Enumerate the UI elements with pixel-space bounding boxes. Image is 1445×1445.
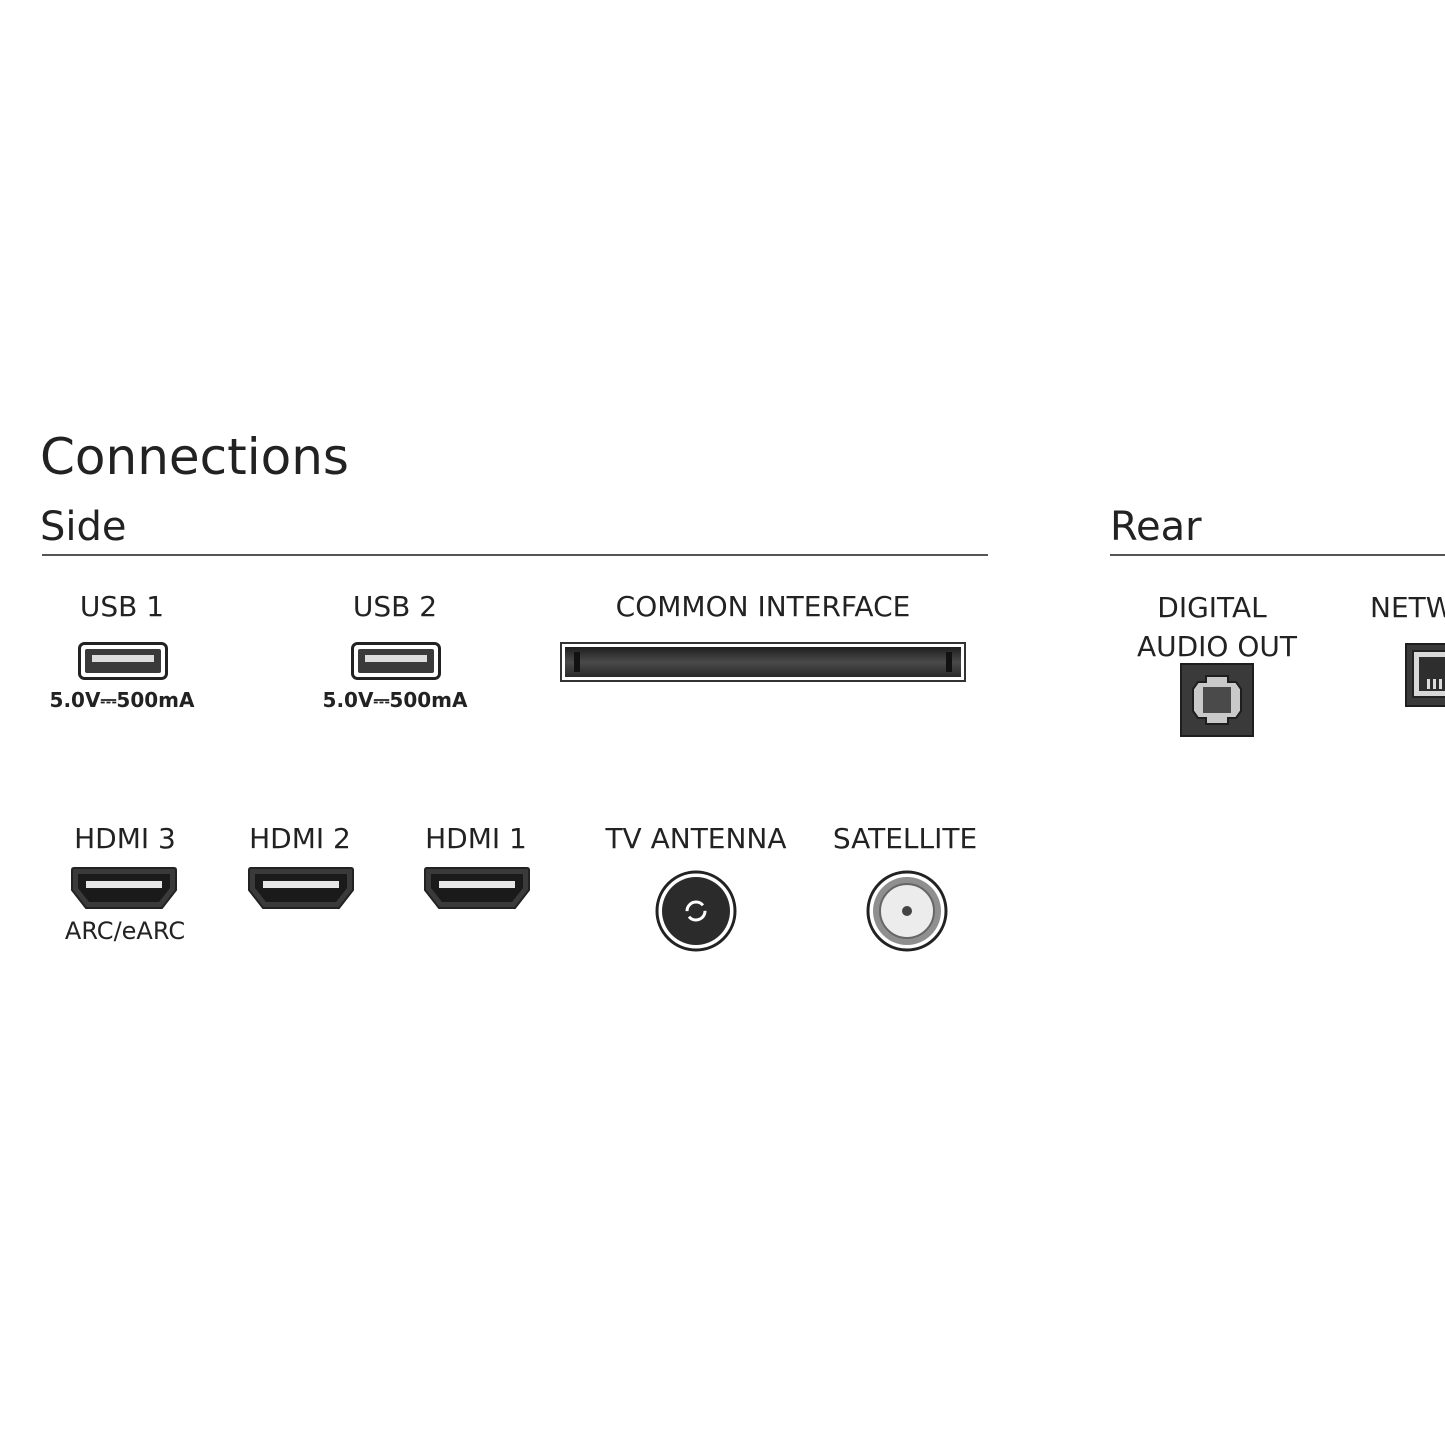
ci-slot-icon [560, 642, 966, 682]
side-divider [42, 554, 988, 556]
hdmi-2-label: HDMI 2 [249, 822, 351, 855]
usb-port-icon [78, 642, 168, 680]
page-title: Connections [40, 428, 349, 486]
satellite-label: SATELLITE [832, 822, 978, 855]
hdmi-port-icon [247, 866, 355, 910]
coax-antenna-icon [655, 870, 737, 952]
usb-2-rating: 5.0V⎓500mA [322, 688, 468, 712]
tv-antenna-label: TV ANTENNA [605, 822, 787, 855]
rear-divider [1110, 554, 1445, 556]
hdmi-port-icon [70, 866, 178, 910]
usb-2-connector: USB 2 [325, 590, 465, 624]
usb-2-label: USB 2 [352, 590, 438, 623]
network-label: NETW [1370, 591, 1445, 624]
ethernet-port-icon [1405, 643, 1445, 707]
optical-audio-icon [1180, 663, 1254, 737]
satellite-f-connector-icon [866, 870, 948, 952]
side-heading: Side [40, 504, 127, 550]
usb-port-icon [351, 642, 441, 680]
hdmi-1-label: HDMI 1 [425, 822, 527, 855]
hdmi-3-label: HDMI 3 [74, 822, 176, 855]
usb-1-rating: 5.0V⎓500mA [49, 688, 195, 712]
usb-1-connector: USB 1 [52, 590, 192, 624]
rear-heading: Rear [1110, 504, 1202, 550]
usb-1-label: USB 1 [79, 590, 165, 623]
hdmi-port-icon [423, 866, 531, 910]
digital-audio-label-line1: DIGITAL [1157, 591, 1267, 624]
digital-audio-label-line2: AUDIO OUT [1136, 630, 1298, 663]
common-interface-label: COMMON INTERFACE [615, 590, 911, 623]
hdmi-3-note: ARC/eARC [64, 917, 186, 945]
